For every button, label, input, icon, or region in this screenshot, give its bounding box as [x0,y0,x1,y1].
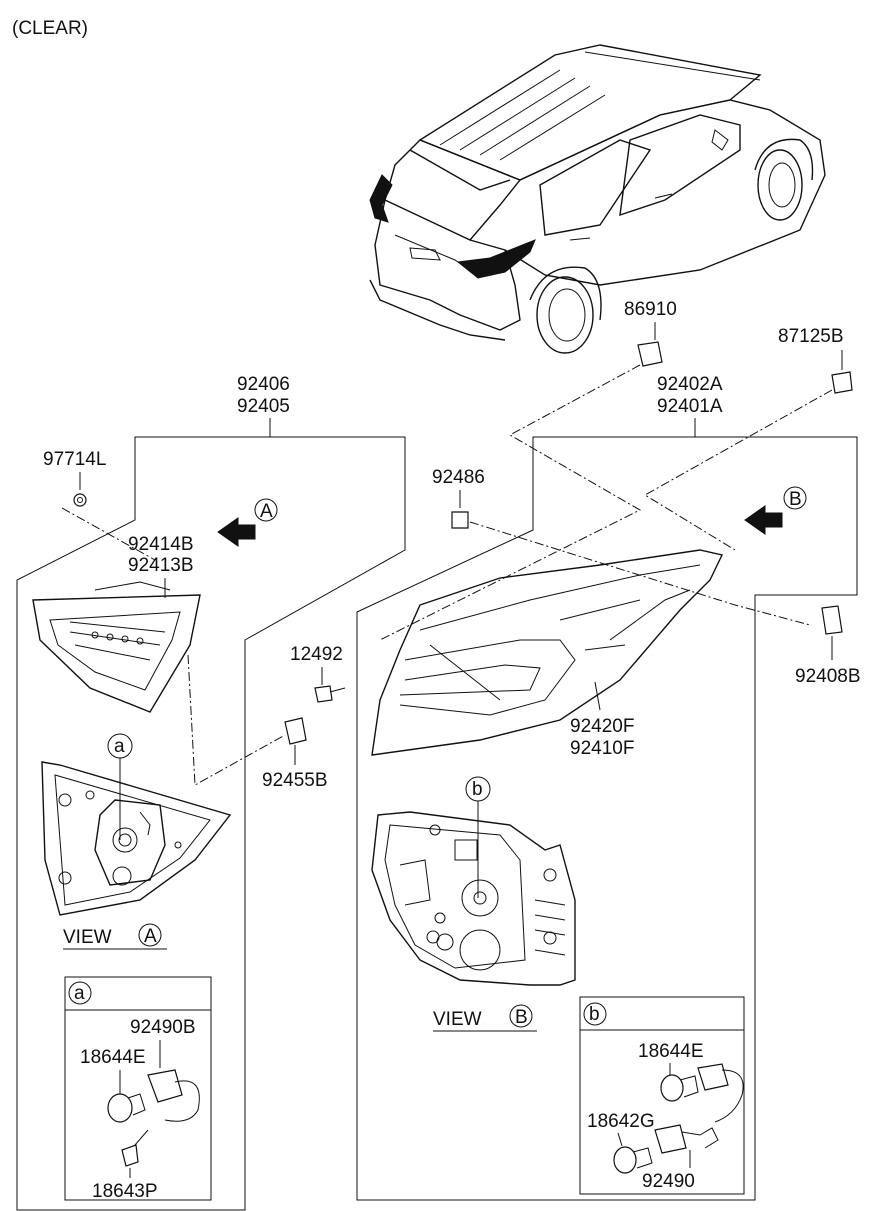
part-number-92405: 92405 [237,396,290,417]
part-number-87125B: 87125B [778,326,844,347]
bulb-18644E-icon [107,1093,133,1123]
detail-b-part-1: 18642G [587,1111,655,1132]
bracket-92408B-icon [821,605,843,635]
inner-lamp-group: 92406 92405 97714L A 92414B 92413B [16,374,406,1211]
detail-b-letter: b [589,1004,600,1025]
view-arrow-a-letter: A [260,501,273,522]
clip-86910-icon [637,341,663,367]
vehicle-illustration [369,44,826,354]
grommet-92455B-icon [284,717,307,745]
socket-92490-icon [654,1124,687,1154]
inner-lamp-group-outline [16,436,406,1211]
view-arrow-a-icon [217,517,256,547]
part-number-86910: 86910 [624,299,677,320]
part-number-12492: 12492 [290,644,343,665]
inner-lamp-lens [32,581,201,713]
bulb-18642G-icon [613,1146,637,1174]
part-number-92486: 92486 [432,467,485,488]
view-a-callout-letter: a [114,736,125,757]
view-a-letter: A [144,926,157,947]
view-arrow-b-icon [744,505,783,535]
part-number-92414B: 92414B [128,534,194,555]
outer-lamp-lens [371,549,724,756]
part-number-92401A: 92401A [657,396,723,417]
bulb-18643P-icon [121,1144,139,1167]
clip-87125B-icon [831,371,853,394]
detail-a-part-1: 18644E [80,1047,146,1068]
part-number-92455B: 92455B [262,770,328,791]
view-arrow-b-letter: B [789,489,802,510]
view-a-label: VIEW [63,927,112,948]
outer-lamp-group-outline [356,436,858,1201]
part-number-92420F: 92420F [570,716,634,737]
part-number-92402A: 92402A [657,374,723,395]
nut-97714L-icon [73,493,87,507]
variant-note: (CLEAR) [12,18,88,39]
screw-12492-icon [314,685,333,703]
highlighted-outer-lamp [456,239,536,279]
bolt-92486-icon [451,511,469,529]
view-b-callout-letter: b [472,779,483,800]
socket-b-upper-icon [697,1063,729,1091]
part-number-92413B: 92413B [128,555,194,576]
view-a-lamp-housing [41,761,232,916]
highlighted-inner-lamp [369,174,393,223]
detail-a-part-2: 18643P [92,1181,158,1202]
outer-lamp-group: 86910 87125B 92402A 92401A 92486 B 92408… [262,299,861,1201]
view-b-label: VIEW [433,1009,482,1030]
socket-92490B-icon [147,1069,183,1103]
view-b-letter: B [515,1007,528,1028]
detail-b-part-2: 92490 [642,1171,695,1192]
part-number-97714L: 97714L [43,449,106,470]
part-number-92406: 92406 [237,374,290,395]
detail-a-part-0: 92490B [130,1017,196,1038]
bulb-18644E-b-icon [660,1074,684,1102]
detail-box-b: b 18644E 18642G 92490 [579,996,745,1195]
part-number-92408B: 92408B [795,666,861,687]
part-number-92410F: 92410F [570,738,634,759]
view-b-lamp-housing [371,811,576,986]
detail-box-a: a 92490B 18644E 18643P [64,976,212,1202]
detail-b-part-0: 18644E [638,1041,704,1062]
detail-a-letter: a [74,983,85,1004]
